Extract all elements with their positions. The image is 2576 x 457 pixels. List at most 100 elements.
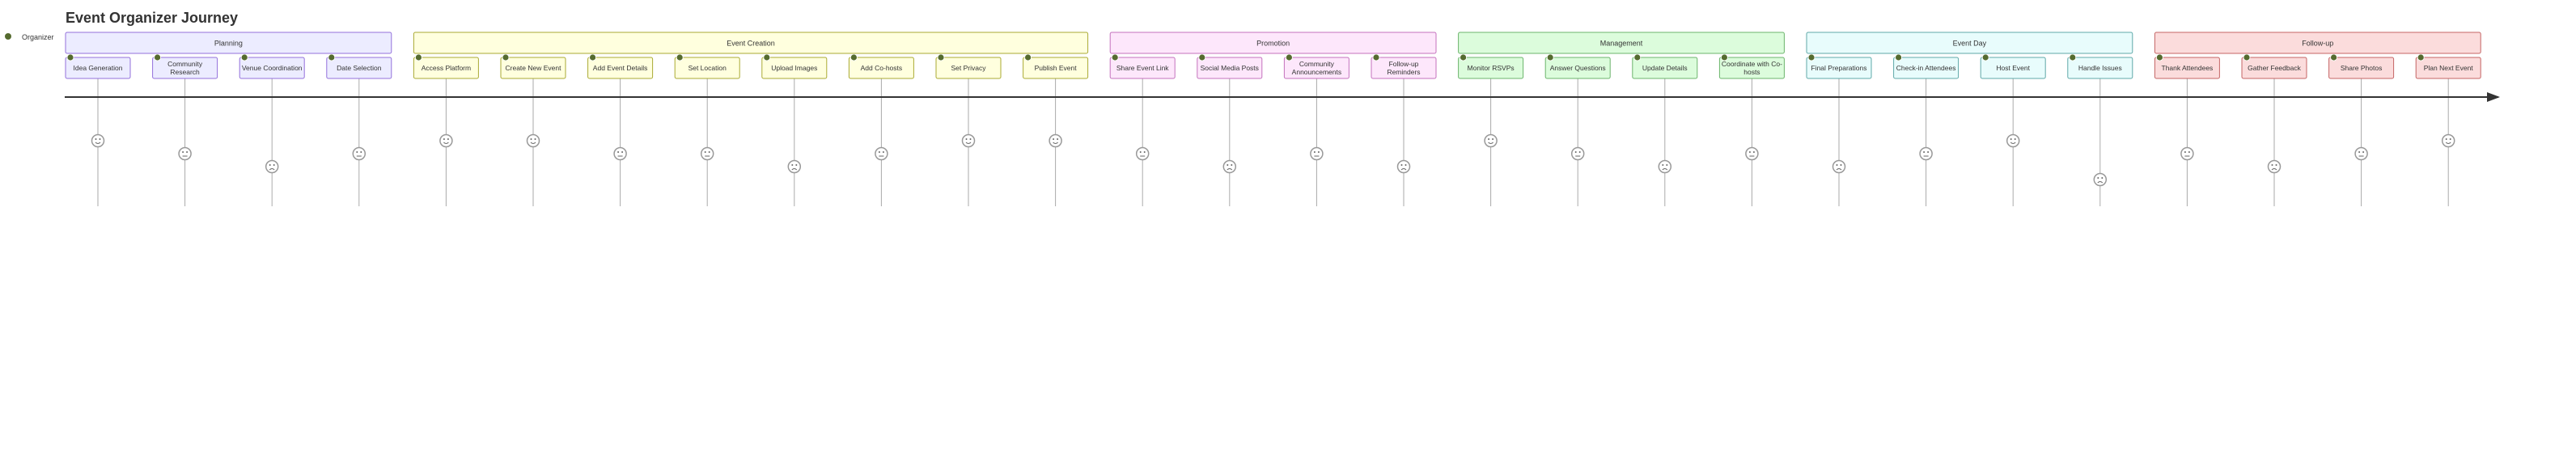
task-label: Social Media Posts	[1201, 64, 1259, 72]
section-label: Promotion	[1256, 40, 1290, 48]
task-label: Coordinate with Co-	[1722, 60, 1782, 68]
task-label: Community	[167, 60, 203, 68]
task-label: Check-in Attendees	[1896, 64, 1956, 72]
task-box	[2328, 57, 2395, 79]
sentiment-face-icon	[265, 159, 279, 174]
task-box	[65, 57, 131, 79]
task-node: Publish Event	[1023, 53, 1089, 206]
actor-marker-dot	[2330, 53, 2338, 61]
task-box	[1283, 57, 1349, 79]
sentiment-face-icon	[1310, 146, 1324, 161]
sentiment-face-icon	[613, 146, 627, 161]
actor-marker-dot	[1198, 53, 1206, 61]
section-header	[1109, 32, 1437, 54]
task-box	[1197, 57, 1263, 79]
actor-marker-dot	[589, 53, 596, 61]
task-box	[413, 57, 479, 79]
task-node: Idea Generation	[65, 53, 131, 206]
task-label: Set Privacy	[951, 64, 987, 72]
actor-marker-dot	[850, 53, 858, 61]
actor-marker-dot	[502, 53, 510, 61]
task-node: Host Event	[1980, 53, 2046, 206]
task-label: Idea Generation	[74, 64, 123, 72]
task-box	[2154, 57, 2220, 79]
sentiment-face-icon	[178, 146, 192, 161]
sentiment-face-icon	[1135, 146, 1150, 161]
actor-marker-dot	[1981, 53, 1989, 61]
actor-marker-dot	[415, 53, 422, 61]
section-header	[65, 32, 392, 54]
task-label: Upload Images	[771, 64, 817, 72]
task-node: Upload Images	[761, 53, 828, 206]
task-box	[1544, 57, 1611, 79]
task-label: Research	[170, 68, 200, 76]
task-box	[500, 57, 566, 79]
task-node: Venue Coordination	[239, 53, 305, 206]
section-group: Follow-up	[2154, 32, 2481, 54]
section-header	[413, 32, 1089, 54]
section-label: Management	[1600, 40, 1643, 48]
actor-marker-dot	[1720, 53, 1728, 61]
task-label: Create New Event	[506, 64, 562, 72]
section-header	[1458, 32, 1785, 54]
actor-marker-dot	[937, 53, 945, 61]
task-node: Share Photos	[2328, 53, 2395, 206]
actor-marker-dot	[1807, 53, 1815, 61]
actor-marker-dot	[1111, 53, 1119, 61]
sentiment-face-icon	[2267, 159, 2282, 174]
task-node: Gather Feedback	[2241, 53, 2307, 206]
task-label: Answer Questions	[1550, 64, 1606, 72]
section-group: Event Day	[1806, 32, 2133, 54]
sentiment-face-icon	[875, 146, 888, 161]
actor-marker-dot	[2069, 53, 2077, 61]
task-node: Create New Event	[500, 53, 566, 206]
actor-marker-dot	[1633, 53, 1642, 61]
sentiment-face-icon	[1049, 133, 1062, 148]
task-box	[2067, 57, 2133, 79]
task-box	[326, 57, 392, 79]
task-label: Venue Coordination	[242, 64, 303, 72]
task-label: Reminders	[1387, 68, 1420, 76]
task-label: Set Location	[688, 64, 727, 72]
task-node: Social Media Posts	[1197, 53, 1263, 206]
task-node: Update Details	[1632, 53, 1698, 206]
actor-marker-dot	[1372, 53, 1380, 61]
task-node: Thank Attendees	[2154, 53, 2220, 206]
task-label: Thank Attendees	[2162, 64, 2214, 72]
task-label: Announcements	[1292, 68, 1341, 76]
task-label: Add Event Details	[593, 64, 648, 72]
task-label: Access Platform	[422, 64, 471, 72]
actor-marker-dot	[676, 53, 684, 61]
task-box	[1980, 57, 2046, 79]
task-label: Update Details	[1642, 64, 1688, 72]
section-group: Promotion	[1109, 32, 1437, 54]
actor-label: Organizer	[22, 33, 54, 41]
sentiment-face-icon	[1832, 159, 1846, 174]
section-group: Management	[1458, 32, 1785, 54]
task-label: Community	[1299, 60, 1335, 68]
actor-color-dot	[5, 33, 11, 40]
task-label: Date Selection	[337, 64, 382, 72]
task-label: hosts	[1743, 68, 1760, 76]
sentiment-face-icon	[526, 133, 540, 148]
task-box	[1632, 57, 1698, 79]
section-label: Follow-up	[2302, 40, 2333, 48]
task-box	[848, 57, 914, 79]
sentiment-face-icon	[1484, 133, 1498, 148]
task-box	[152, 57, 218, 79]
task-box	[2415, 57, 2481, 79]
sentiment-face-icon	[91, 133, 105, 148]
task-box	[674, 57, 740, 79]
task-box	[935, 57, 1002, 79]
actor-marker-dot	[1024, 53, 1032, 61]
actor-marker-dot	[1286, 53, 1293, 61]
diagram-title: Event Organizer Journey	[66, 10, 238, 26]
sentiment-face-icon	[1396, 159, 1411, 174]
task-node: Share Event Link	[1109, 53, 1176, 206]
section-label: Planning	[214, 40, 243, 48]
section-label: Event Day	[1953, 40, 1987, 48]
